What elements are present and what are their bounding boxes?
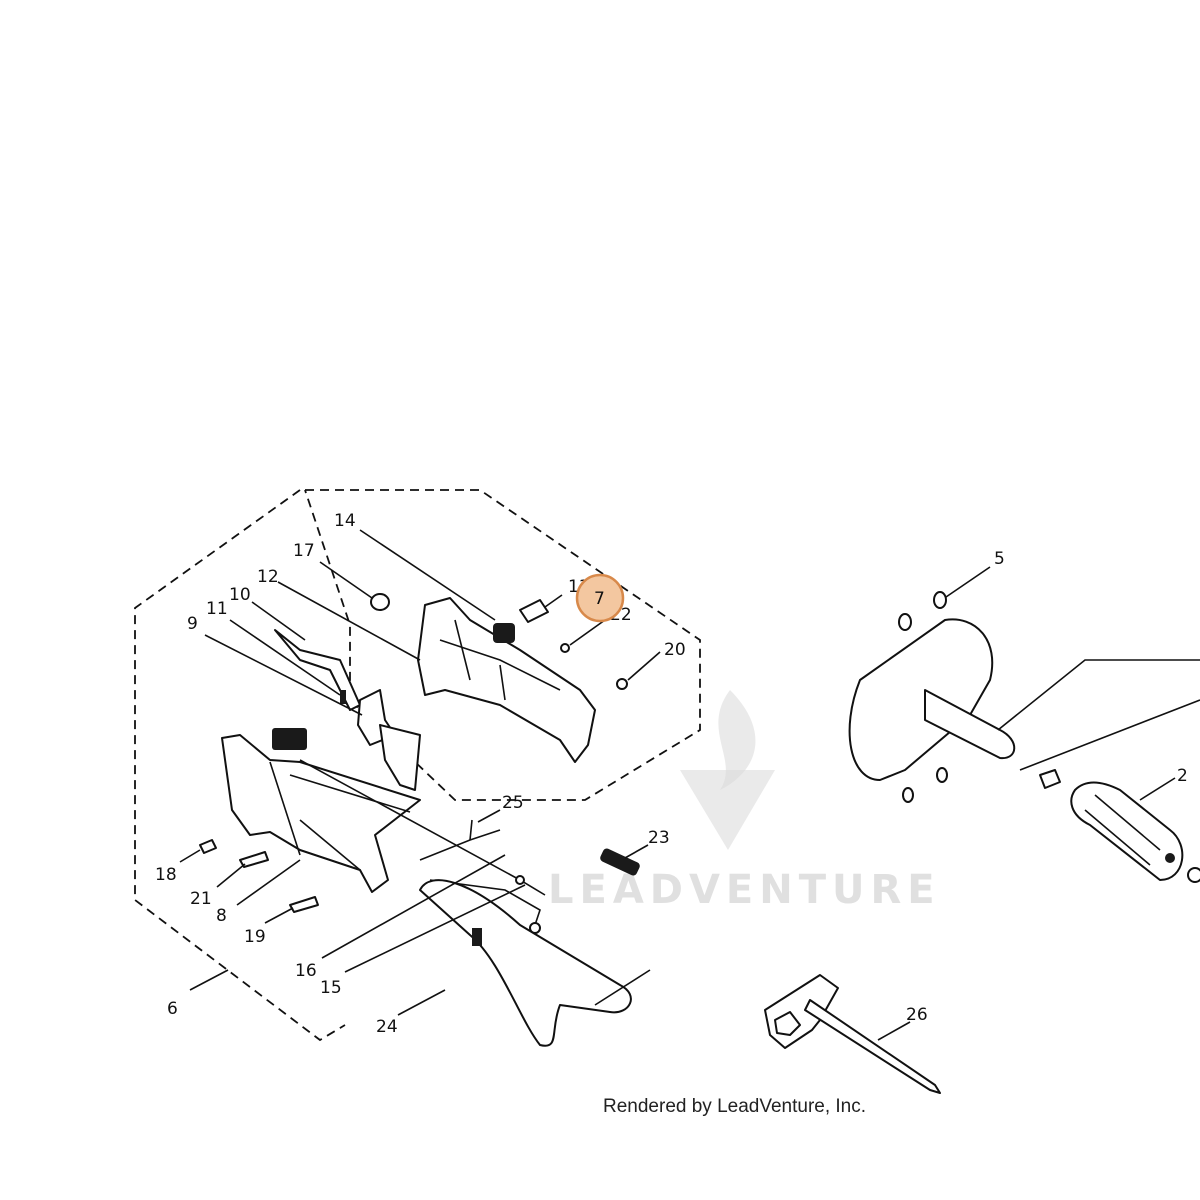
callout-26: 26 bbox=[906, 1005, 928, 1025]
callout-19: 19 bbox=[244, 927, 266, 947]
screw-grip bbox=[1039, 769, 1061, 789]
callout-21: 21 bbox=[190, 889, 212, 909]
screw-21 bbox=[239, 851, 269, 868]
callout-2: 2 bbox=[1177, 766, 1188, 786]
watermark-text: LEADVENTURE bbox=[548, 867, 941, 913]
spring-23 bbox=[600, 848, 640, 876]
screw-19 bbox=[289, 896, 319, 913]
bolt-5a bbox=[902, 787, 914, 803]
highlighted-callout-7[interactable]: 7 bbox=[575, 573, 625, 623]
callout-15: 15 bbox=[320, 978, 342, 998]
nut-5b bbox=[933, 591, 947, 609]
switch-block bbox=[272, 728, 307, 750]
handle-housing-upper bbox=[417, 597, 596, 763]
assembly-boundary bbox=[304, 489, 701, 801]
callout-9: 9 bbox=[187, 614, 198, 634]
callout-25: 25 bbox=[502, 793, 524, 813]
callout-7[interactable]: 7 bbox=[594, 589, 605, 609]
callout-23: 23 bbox=[648, 828, 670, 848]
watermark-logo: LEADVENTURE bbox=[548, 690, 941, 913]
callout-18: 18 bbox=[155, 865, 177, 885]
handle-shaft bbox=[924, 689, 1016, 760]
callout-5: 5 bbox=[994, 549, 1005, 569]
callout-24: 24 bbox=[376, 1017, 398, 1037]
handle-tube bbox=[419, 879, 632, 1047]
screw-13 bbox=[519, 599, 549, 623]
render-credit: Rendered by LeadVenture, Inc. bbox=[603, 1096, 866, 1117]
loop-handle-mount bbox=[848, 618, 994, 781]
collar-17 bbox=[370, 593, 390, 611]
nut-20 bbox=[616, 678, 628, 690]
callout-12: 12 bbox=[257, 567, 279, 587]
callout-14: 14 bbox=[334, 511, 356, 531]
callout-17: 17 bbox=[293, 541, 315, 561]
callout-20: 20 bbox=[664, 640, 686, 660]
bolt-5b bbox=[936, 767, 948, 783]
throttle-lever-10 bbox=[274, 629, 361, 711]
cap-2 bbox=[1187, 867, 1200, 883]
callout-11: 11 bbox=[206, 599, 228, 619]
grip-2 bbox=[1070, 781, 1184, 881]
callout-10: 10 bbox=[229, 585, 251, 605]
leader-lines bbox=[179, 529, 1176, 1041]
callout-8: 8 bbox=[216, 906, 227, 926]
spring-11 bbox=[340, 690, 346, 704]
callout-6: 6 bbox=[167, 999, 178, 1019]
nut-5a bbox=[898, 613, 912, 631]
screw-18 bbox=[199, 839, 217, 854]
handle-housing-lower bbox=[221, 734, 421, 893]
nut-22 bbox=[560, 643, 570, 653]
trigger-plate-12 bbox=[379, 724, 421, 791]
handle-band bbox=[472, 928, 482, 946]
highlight-circle[interactable] bbox=[575, 573, 625, 623]
assembly-boundary-outer bbox=[134, 489, 346, 1042]
callout-16: 16 bbox=[295, 961, 317, 981]
spring-14 bbox=[493, 623, 515, 643]
